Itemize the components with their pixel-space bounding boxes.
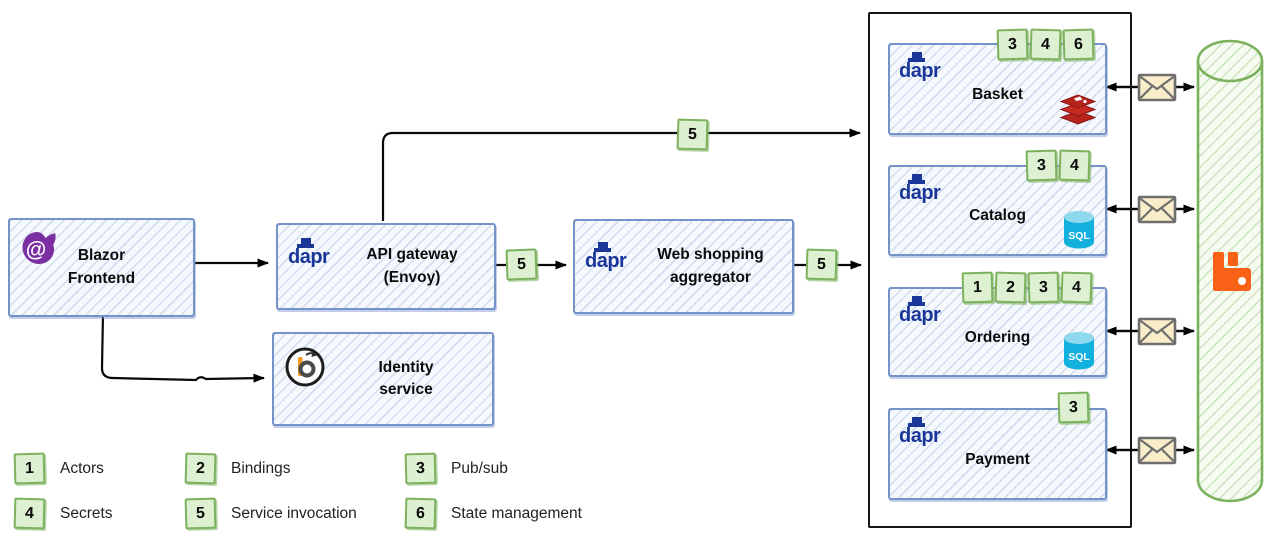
arrow-gateway-to-container [381, 128, 861, 221]
building-block-badge: 4 [1060, 271, 1093, 304]
dapr-logo: dapr [899, 417, 941, 446]
sql-database-icon: SQL [1064, 332, 1094, 370]
legend-item-service-invocation: 5 Service invocation [184, 497, 357, 530]
legend-label: Secrets [60, 504, 113, 522]
service-invocation-badge: 5 [805, 248, 838, 281]
sql-database-icon: SQL [1064, 211, 1094, 249]
node-label: API gateway (Envoy) [366, 246, 458, 286]
building-block-badge: 1 [961, 271, 994, 304]
dapr-logo: dapr [288, 238, 330, 267]
arrow-blazor-to-identity [100, 312, 265, 383]
message-envelope-icon [1137, 73, 1177, 102]
node-ordering: dapr Ordering SQL [888, 287, 1107, 377]
node-label: Ordering [964, 328, 1031, 346]
node-web-shopping-aggregator: dapr Web shopping aggregator [573, 219, 794, 314]
building-block-badge: 3 [996, 28, 1029, 61]
building-block-badge: 3 [1057, 391, 1090, 424]
dapr-logo: dapr [899, 52, 941, 81]
legend-badge: 1 [13, 452, 46, 485]
node-label: Payment [965, 450, 1030, 468]
legend-item-secrets: 4 Secrets [13, 497, 113, 530]
legend-label: Service invocation [231, 504, 357, 522]
dapr-hat-icon [598, 242, 608, 249]
building-block-badge: 4 [1058, 149, 1091, 182]
dapr-hat-icon [912, 174, 922, 181]
message-envelope-icon [1137, 436, 1177, 465]
blazor-icon: @ [22, 232, 56, 264]
service-invocation-badge: 5 [505, 248, 538, 281]
identity-server-icon [285, 347, 325, 387]
legend-label: Bindings [231, 459, 291, 477]
legend-label: Pub/sub [451, 459, 508, 477]
dapr-logo: dapr [899, 174, 941, 203]
building-block-badge: 3 [1027, 271, 1060, 304]
node-blazor-frontend: @ Blazor Frontend [8, 218, 195, 317]
node-payment: dapr Payment [888, 408, 1107, 500]
node-label: Catalog [969, 207, 1026, 225]
dapr-logo: dapr [899, 296, 941, 325]
legend-item-state-management: 6 State management [404, 497, 582, 530]
catalog-badges: 3 4 [1025, 149, 1091, 182]
svg-text:@: @ [26, 239, 46, 262]
legend-badge: 3 [404, 452, 437, 485]
legend-label: Actors [60, 459, 104, 477]
legend-badge: 2 [184, 452, 217, 485]
svg-text:SQL: SQL [1068, 230, 1090, 242]
building-block-badge: 6 [1062, 28, 1095, 61]
svg-text:SQL: SQL [1068, 351, 1090, 363]
ordering-badges: 1 2 3 4 [961, 271, 1093, 304]
building-block-badge: 4 [1029, 28, 1062, 61]
legend-badge: 4 [13, 497, 46, 530]
legend-item-bindings: 2 Bindings [184, 452, 291, 485]
payment-badges: 3 [1057, 391, 1090, 424]
node-label: Identity service [378, 358, 434, 398]
building-block-badge: 3 [1025, 149, 1058, 182]
dapr-logo: dapr [585, 242, 627, 271]
dapr-hat-icon [912, 52, 922, 59]
node-label: Web shopping aggregator [657, 246, 764, 286]
legend-label: State management [451, 504, 582, 522]
message-envelope-icon [1137, 195, 1177, 224]
node-label: Blazor Frontend [67, 247, 136, 287]
building-block-badge: 2 [994, 271, 1027, 304]
legend-item-actors: 1 Actors [13, 452, 104, 485]
rabbitmq-icon [1213, 252, 1251, 291]
services-container [868, 12, 1132, 528]
dapr-hat-icon [301, 238, 311, 245]
node-api-gateway: dapr API gateway (Envoy) [276, 223, 496, 310]
legend-item-pubsub: 3 Pub/sub [404, 452, 508, 485]
basket-badges: 3 4 6 [996, 28, 1095, 61]
node-label: Basket [972, 85, 1023, 103]
message-envelope-icon [1137, 317, 1177, 346]
redis-icon [1059, 94, 1097, 125]
legend-badge: 6 [404, 497, 437, 530]
service-invocation-badge: 5 [676, 118, 709, 151]
legend-badge: 5 [184, 497, 217, 530]
dapr-hat-icon [912, 296, 922, 303]
node-identity-service: Identity service [272, 332, 494, 426]
dapr-hat-icon [912, 417, 922, 424]
